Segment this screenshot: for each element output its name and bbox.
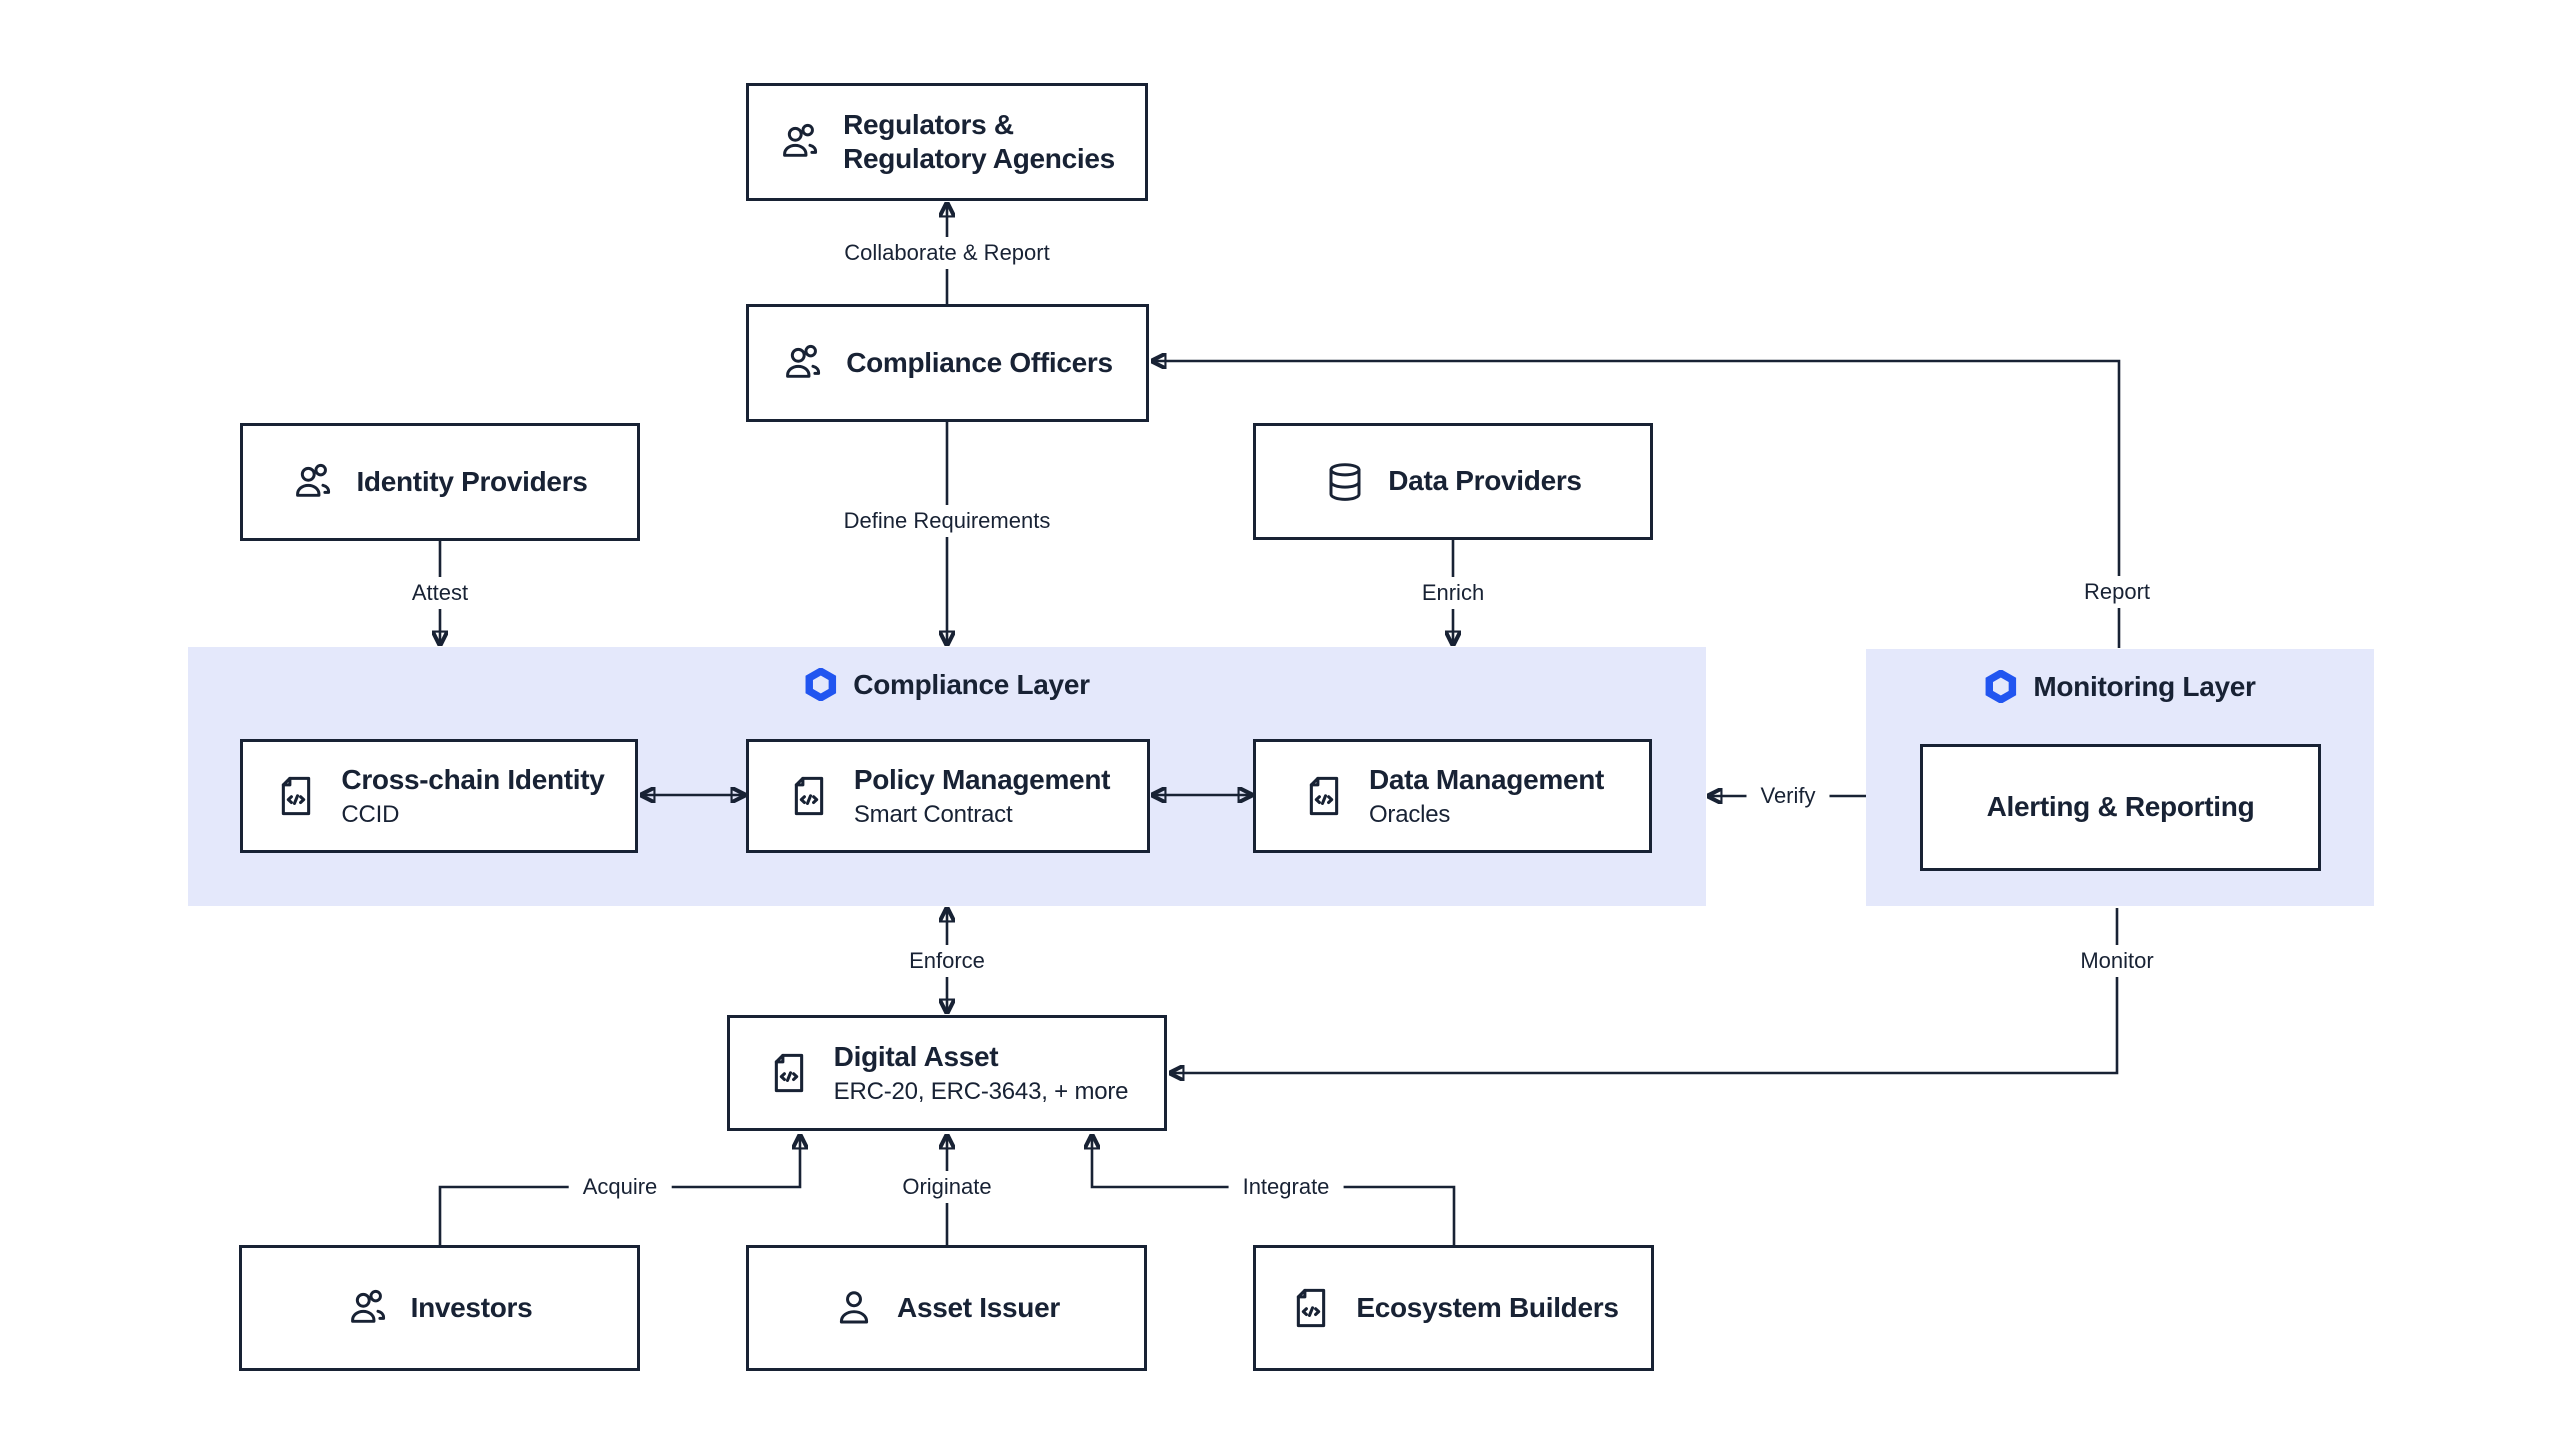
cross-chain-identity-title: Cross-chain Identity <box>341 763 605 795</box>
contract-icon <box>1288 1285 1334 1331</box>
asset-issuer-box: Asset Issuer <box>746 1245 1147 1371</box>
edge-label-acquire: Acquire <box>568 1171 672 1203</box>
contract-icon <box>1301 773 1347 819</box>
identity-providers-title: Identity Providers <box>356 465 588 497</box>
users-icon <box>782 342 824 384</box>
data-providers-title: Data Providers <box>1388 465 1582 497</box>
user-icon <box>833 1287 875 1329</box>
edge-report-line <box>1153 361 2121 648</box>
edge-label-integrate: Integrate <box>1228 1171 1344 1203</box>
compliance-officers-title: Compliance Officers <box>846 346 1113 378</box>
compliance-layer-header: Compliance Layer <box>804 668 1090 701</box>
data-management-box: Data Management Oracles <box>1253 739 1652 853</box>
alerting-reporting-box: Alerting & Reporting <box>1920 744 2321 871</box>
cross-chain-identity-subtitle: CCID <box>341 800 400 828</box>
users-icon <box>347 1287 389 1329</box>
cross-chain-identity-box: Cross-chain Identity CCID <box>240 739 638 853</box>
edge-label-enforce: Enforce <box>895 945 999 977</box>
regulators-title-line1: Regulators & <box>843 108 1014 140</box>
edge-label-monitor: Monitor <box>2066 945 2168 977</box>
edge-label-enrich: Enrich <box>1407 577 1499 609</box>
users-icon <box>292 461 334 503</box>
edge-label-collaborate: Collaborate & Report <box>830 237 1064 269</box>
ecosystem-builders-box: Ecosystem Builders <box>1253 1245 1654 1371</box>
data-management-subtitle: Oracles <box>1368 800 1451 828</box>
policy-management-box: Policy Management Smart Contract <box>746 739 1150 853</box>
investors-box: Investors <box>239 1245 640 1371</box>
monitoring-layer-header: Monitoring Layer <box>1984 670 2256 703</box>
monitoring-layer-title: Monitoring Layer <box>2033 670 2256 702</box>
contract-icon <box>766 1050 812 1096</box>
edge-label-report: Report <box>2069 576 2165 608</box>
chainlink-hexagon-icon <box>804 668 837 701</box>
alerting-reporting-title: Alerting & Reporting <box>1986 791 2255 823</box>
policy-management-title: Policy Management <box>853 763 1111 795</box>
users-icon <box>779 121 821 163</box>
database-icon <box>1324 461 1366 503</box>
compliance-layer-title: Compliance Layer <box>853 668 1090 700</box>
edge-label-attest: Attest <box>397 577 483 609</box>
contract-icon <box>273 773 319 819</box>
regulators-title-line2: Regulatory Agencies <box>843 143 1115 174</box>
digital-asset-subtitle: ERC-20, ERC-3643, + more <box>833 1077 1129 1105</box>
identity-providers-box: Identity Providers <box>240 423 640 541</box>
data-providers-box: Data Providers <box>1253 423 1653 540</box>
edge-label-originate: Originate <box>888 1171 1006 1203</box>
data-management-title: Data Management <box>1368 763 1605 795</box>
policy-management-subtitle: Smart Contract <box>853 800 1013 828</box>
asset-issuer-title: Asset Issuer <box>897 1291 1060 1323</box>
investors-title: Investors <box>410 1291 533 1323</box>
edge-monitor-line <box>1171 908 2119 1073</box>
edge-label-verify: Verify <box>1746 780 1830 812</box>
edge-label-define: Define Requirements <box>829 505 1065 537</box>
digital-asset-box: Digital Asset ERC-20, ERC-3643, + more <box>727 1015 1167 1131</box>
chainlink-hexagon-icon <box>1984 670 2017 703</box>
regulators-box: Regulators & Regulatory Agencies <box>746 83 1148 201</box>
compliance-officers-box: Compliance Officers <box>746 304 1149 422</box>
digital-asset-title: Digital Asset <box>833 1040 999 1072</box>
ecosystem-builders-title: Ecosystem Builders <box>1356 1291 1619 1323</box>
contract-icon <box>786 773 832 819</box>
